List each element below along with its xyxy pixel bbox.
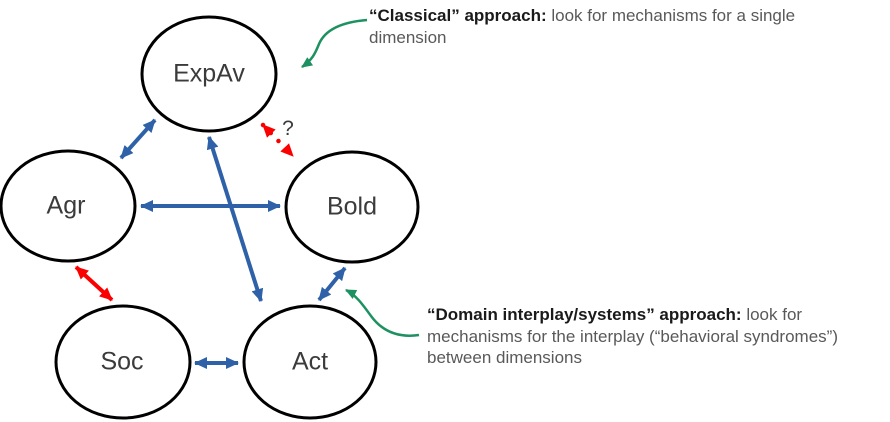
node-label-bold: Bold [326, 192, 378, 221]
edge-expav-act [206, 136, 264, 302]
node-ellipse-bold [284, 150, 420, 264]
uncertainty-label: ? [282, 117, 294, 140]
node-label-soc: Soc [100, 347, 144, 376]
edge-expav-bold-dotted [260, 122, 296, 159]
edge-agr-soc [74, 265, 114, 302]
classical-annotation: “Classical” approach: look for mechanism… [369, 5, 824, 48]
classical-annotation-lead: “Classical” approach: [369, 6, 547, 25]
node-ellipse-expav [140, 15, 278, 133]
node-label-act: Act [291, 347, 329, 376]
node-ellipse-agr [0, 149, 137, 263]
systems-callout-arrow [345, 288, 420, 337]
edge-bold-act [317, 266, 347, 302]
systems-annotation-lead: “Domain interplay/systems” approach: [427, 305, 742, 324]
node-ellipse-soc [54, 304, 192, 420]
node-label-agr: Agr [46, 191, 86, 220]
classical-callout-arrow [301, 18, 368, 69]
edge-agr-expav [119, 118, 157, 160]
systems-annotation-body: look for mechanisms for the interplay (“… [427, 305, 838, 367]
node-label-expav: ExpAv [173, 59, 245, 88]
node-ellipse-act [242, 304, 378, 420]
systems-annotation: “Domain interplay/systems” approach: loo… [427, 304, 867, 369]
classical-annotation-body: look for mechanisms for a single dimensi… [369, 6, 796, 47]
